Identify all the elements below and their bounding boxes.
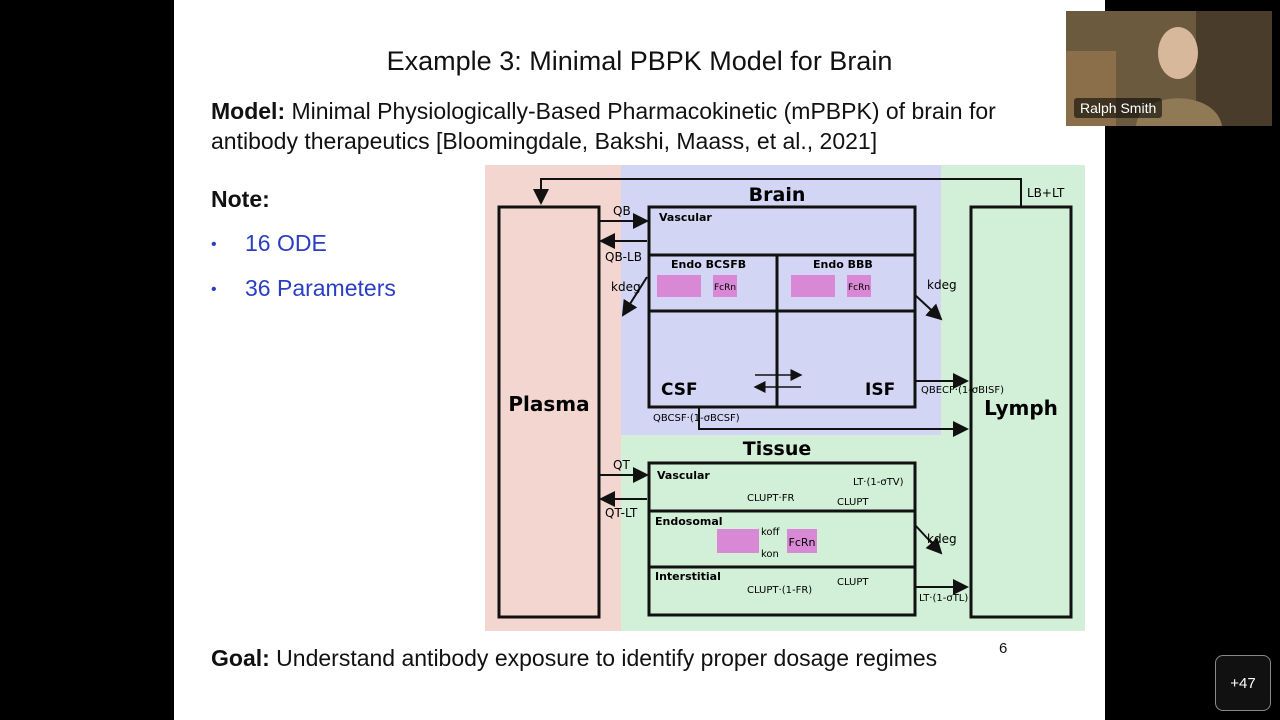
bullet-item: • 36 Parameters xyxy=(211,275,396,302)
fcrn-box xyxy=(787,529,817,553)
more-participants-button[interactable]: +47 xyxy=(1215,655,1271,711)
lb-lt-label: LB+LT xyxy=(1027,186,1065,200)
pbpk-diagram: Plasma Lymph LB+LT Brain Vascular Endo B… xyxy=(485,165,1085,631)
bullet-dot-icon: • xyxy=(211,280,217,298)
interstitial-label: Interstitial xyxy=(655,570,721,583)
model-label: Model: xyxy=(211,98,286,124)
brain-box xyxy=(647,205,917,409)
fcrn-box xyxy=(713,275,737,297)
brain-label: Brain xyxy=(749,184,806,206)
complex-box xyxy=(717,529,759,553)
participant-video-tile[interactable]: Ralph Smith xyxy=(1066,11,1272,126)
fcrn-label: FcRn xyxy=(714,283,736,293)
fcrn-box xyxy=(847,275,871,297)
lymph-region xyxy=(941,165,1085,631)
isf-label: ISF xyxy=(865,380,895,400)
tissue-label: Tissue xyxy=(743,438,812,460)
participant-avatar xyxy=(1066,11,1272,126)
qb-ecf-label: QBECF·(1-σBISF) xyxy=(921,385,1004,396)
fcrn-label: FcRn xyxy=(789,536,816,549)
goal-description: Understand antibody exposure to identify… xyxy=(269,645,938,671)
page-number: 6 xyxy=(999,640,1008,657)
kon-label: kon xyxy=(761,549,779,560)
plasma-label: Plasma xyxy=(508,392,589,416)
plasma-box xyxy=(497,205,601,619)
tissue-region xyxy=(621,435,941,631)
cl-fr-label: CLUPT·FR xyxy=(747,493,794,504)
koff-label: koff xyxy=(761,527,781,538)
endosomal-label: Endosomal xyxy=(655,515,723,528)
tissue-vascular-label: Vascular xyxy=(657,469,710,482)
qb-csf-label: QBCSF·(1-σBCSF) xyxy=(653,413,740,424)
bullet-dot-icon: • xyxy=(211,235,217,253)
bullet-item: • 16 ODE xyxy=(211,230,327,257)
qt-label: QT xyxy=(613,458,630,472)
lt-tl-label: LT·(1-σTL) xyxy=(919,593,968,604)
lymph-label: Lymph xyxy=(984,396,1058,420)
kdeg-label: kdeg xyxy=(927,278,957,292)
kdeg-label: kdeg xyxy=(927,532,957,546)
model-description: Model: Minimal Physiologically-Based Pha… xyxy=(211,96,1071,156)
qb-lb-label: QB-LB xyxy=(605,250,642,264)
complex-box xyxy=(657,275,701,297)
kdeg-label: kdeg xyxy=(611,280,641,294)
endo-bbb-label: Endo BBB xyxy=(813,258,873,271)
endo-bcsfb-label: Endo BCSFB xyxy=(671,258,746,271)
complex-box xyxy=(791,275,835,297)
brain-region xyxy=(621,165,941,435)
brain-vascular-label: Vascular xyxy=(659,211,712,224)
cl-up-label: CLUPT xyxy=(837,577,869,588)
bullet-text: 16 ODE xyxy=(245,230,327,256)
cl-up-label: CLUPT xyxy=(837,497,869,508)
participant-name: Ralph Smith xyxy=(1074,98,1163,118)
qb-label: QB xyxy=(613,204,631,218)
fcrn-label: FcRn xyxy=(848,283,870,293)
slide-title: Example 3: Minimal PBPK Model for Brain xyxy=(386,46,893,76)
goal-text: Goal: Understand antibody exposure to id… xyxy=(211,645,937,672)
bullet-text: 36 Parameters xyxy=(245,275,396,301)
goal-label: Goal: xyxy=(211,645,270,671)
csf-label: CSF xyxy=(661,380,698,400)
note-label: Note: xyxy=(211,186,270,212)
slide: Example 3: Minimal PBPK Model for Brain … xyxy=(174,0,1105,720)
lt-tv-label: LT·(1-σTV) xyxy=(853,477,904,488)
tissue-box xyxy=(647,461,917,617)
qt-lt-label: QT-LT xyxy=(605,506,638,520)
cl-1fr-label: CLUPT·(1-FR) xyxy=(747,585,812,596)
model-text: Minimal Physiologically-Based Pharmacoki… xyxy=(211,98,996,154)
